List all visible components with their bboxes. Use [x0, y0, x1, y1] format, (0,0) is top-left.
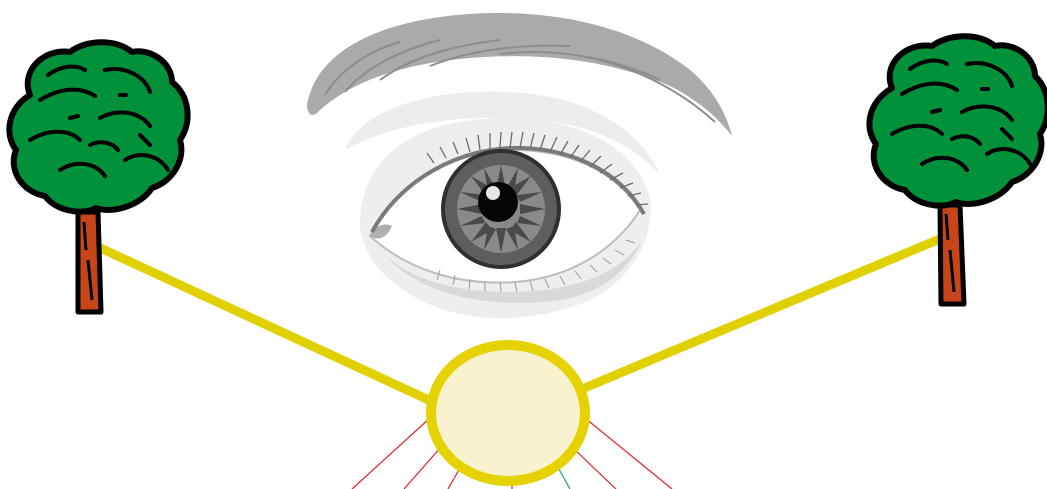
eye-pupil [478, 182, 518, 222]
right-tree-trunk [940, 205, 964, 304]
pupil-highlight [486, 186, 500, 200]
left-tree-foliage [9, 42, 187, 211]
eye-icon [307, 13, 732, 318]
right-tree-icon [869, 36, 1047, 304]
right-tree-foliage [869, 36, 1047, 205]
sun-body [431, 345, 585, 481]
right-beam [582, 238, 942, 389]
